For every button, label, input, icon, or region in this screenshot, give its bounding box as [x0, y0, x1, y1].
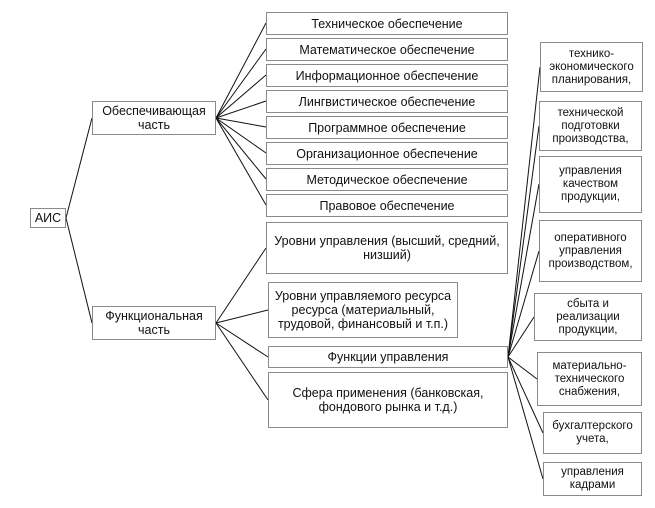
functional-item-resource-levels: Уровни управляемого ресурса ресурса (мат…	[268, 282, 458, 338]
connector-function-leaf-3	[507, 250, 540, 358]
connector-functional-item-2	[215, 322, 269, 358]
support-item-mathematical: Математическое обеспечение	[266, 38, 508, 61]
function-quality-management: управления качеством продукции,	[539, 156, 642, 213]
functional-item-management-functions: Функции управления	[268, 346, 508, 368]
connector-functional-item-0	[215, 247, 267, 324]
root-node: АИС	[30, 208, 66, 228]
support-item-technical: Техническое обеспечение	[266, 12, 508, 35]
connector-support-item-4	[215, 117, 267, 128]
support-item-methodical: Методическое обеспечение	[266, 168, 508, 191]
functional-item-application-sphere: Сфера применения (банковская, фондового …	[268, 372, 508, 428]
connector-function-leaf-6	[507, 356, 544, 434]
support-item-informational: Информационное обеспечение	[266, 64, 508, 87]
support-item-software: Программное обеспечение	[266, 116, 508, 139]
connector-functional-item-1	[215, 309, 269, 324]
connector-function-leaf-7	[507, 356, 544, 480]
connector-root-support	[65, 117, 93, 219]
function-technical-economic-planning: технико- экономического планирования,	[540, 42, 643, 92]
function-accounting: бухгалтерского учета,	[543, 412, 642, 454]
function-supply: материально- технического снабжения,	[537, 352, 642, 406]
function-technical-preparation: технической подготовки производства,	[539, 101, 642, 151]
connector-support-item-6	[215, 117, 267, 180]
connector-root-functional	[65, 217, 93, 324]
functional-part-node: Функциональная часть	[92, 306, 216, 340]
connector-function-leaf-0	[507, 66, 541, 358]
connector-support-item-7	[215, 117, 267, 206]
connector-function-leaf-5	[507, 356, 538, 380]
connector-support-item-1	[215, 48, 267, 119]
connector-support-item-2	[215, 74, 267, 119]
connector-support-item-3	[215, 100, 267, 119]
connector-support-item-0	[215, 22, 267, 119]
function-operational-management: оперативного управления производством,	[539, 220, 642, 282]
connector-functional-item-3	[215, 322, 269, 401]
support-item-organizational: Организационное обеспечение	[266, 142, 508, 165]
connector-function-leaf-4	[507, 316, 535, 358]
connector-support-item-5	[215, 117, 267, 154]
function-sales: сбыта и реализации продукции,	[534, 293, 642, 341]
functional-item-management-levels: Уровни управления (высший, средний, низш…	[266, 222, 508, 274]
support-part-node: Обеспечивающая часть	[92, 101, 216, 135]
connector-function-leaf-1	[507, 125, 540, 358]
function-hr-management: управления кадрами	[543, 462, 642, 496]
support-item-linguistic: Лингвистическое обеспечение	[266, 90, 508, 113]
support-item-legal: Правовое обеспечение	[266, 194, 508, 217]
connector-function-leaf-2	[507, 183, 540, 358]
